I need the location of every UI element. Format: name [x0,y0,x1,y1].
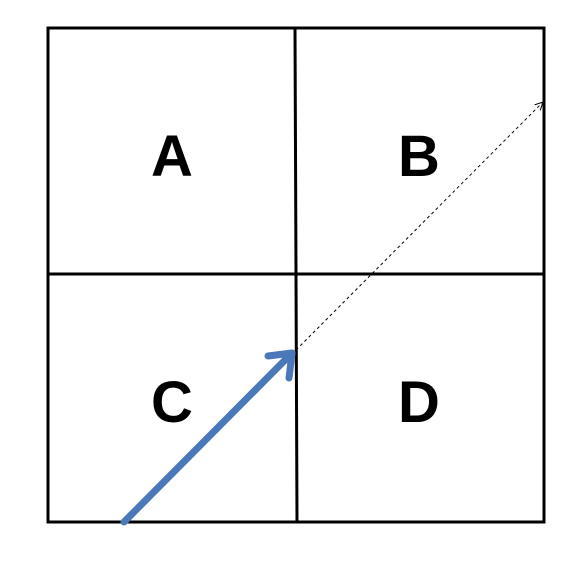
blue-arrow-head [264,349,296,382]
blue-arrow [120,349,296,526]
cell-label-a: A [151,124,193,189]
blue-arrow-shaft [120,349,296,526]
cell-label-d: D [398,370,440,435]
dotted-trajectory-line [295,102,543,351]
cell-label-b: B [398,124,440,189]
cell-label-c: C [151,370,193,435]
